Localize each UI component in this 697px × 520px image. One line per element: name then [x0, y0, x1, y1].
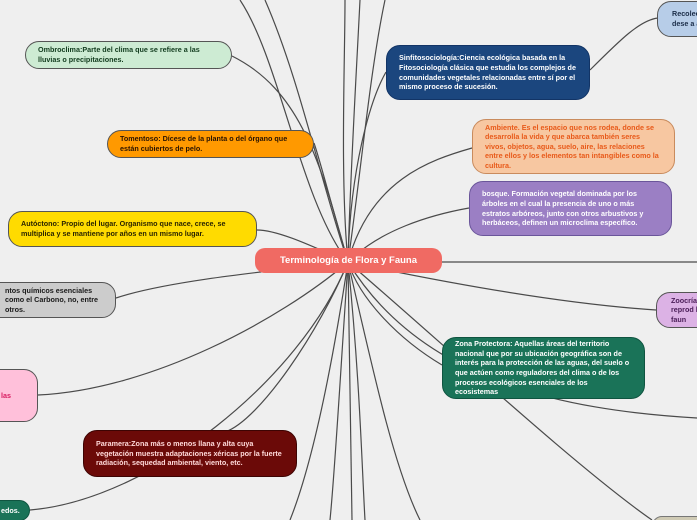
node-paramera[interactable]: Paramera:Zona más o menos llana y alta c…	[83, 430, 297, 477]
node-recolectores-text: Recolec y dese a área	[672, 9, 697, 28]
node-ambiente[interactable]: Ambiente. Es el espacio que nos rodea, d…	[472, 119, 675, 174]
node-zona-protectora-text: Zona Protectora: Aquellas áreas del terr…	[455, 339, 630, 397]
connector	[289, 261, 349, 520]
central-topic-text: Terminología de Flora y Fauna	[279, 255, 418, 266]
node-ombroclima-text: Ombroclima:Parte del clima que se refier…	[38, 45, 200, 64]
connector	[347, 261, 443, 366]
node-tomentoso[interactable]: Tomentoso: Dícese de la planta o del órg…	[107, 130, 314, 158]
node-ambiente-text: Ambiente. Es el espacio que nos rodea, d…	[485, 122, 659, 170]
node-bosque-text: bosque. Formación vegetal dominada por l…	[482, 189, 644, 228]
node-bottom-right-partial[interactable]	[652, 516, 697, 520]
node-pink[interactable]: las	[0, 369, 38, 422]
node-tomentoso-text: Tomentoso: Dícese de la planta o del órg…	[120, 134, 288, 153]
node-zona-protectora[interactable]: Zona Protectora: Aquellas áreas del terr…	[442, 337, 645, 399]
central-topic[interactable]: Terminología de Flora y Fauna	[255, 248, 442, 273]
connector	[224, 261, 349, 433]
connector	[589, 17, 659, 71]
node-ombroclima[interactable]: Ombroclima:Parte del clima que se refier…	[25, 41, 232, 69]
node-autoctono[interactable]: Autóctono: Propio del lugar. Organismo q…	[8, 211, 257, 247]
connector	[37, 261, 349, 396]
node-paramera-text: Paramera:Zona más o menos llana y alta c…	[96, 439, 282, 468]
connector	[264, 0, 349, 263]
node-elementos-text: ntos químicos esenciales como el Carbono…	[5, 285, 99, 314]
connector	[347, 261, 421, 520]
connector	[313, 142, 349, 263]
node-bottom-green[interactable]: edos.	[0, 500, 30, 520]
node-bosque[interactable]: bosque. Formación vegetal dominada por l…	[469, 181, 672, 236]
node-pink-text: las	[1, 390, 11, 400]
node-sinfitosociologia[interactable]: Sinfitosociología:Ciencia ecológica basa…	[386, 45, 590, 100]
connector	[347, 71, 387, 263]
connector	[347, 261, 353, 520]
connector	[329, 261, 349, 520]
node-sinfitosociologia-text: Sinfitosociología:Ciencia ecológica basa…	[399, 53, 576, 92]
connector	[347, 147, 473, 263]
connector	[29, 261, 349, 511]
connector	[342, 0, 349, 263]
node-elementos[interactable]: ntos químicos esenciales como el Carbono…	[0, 282, 116, 318]
node-recolectores[interactable]: Recolec y dese a área	[657, 1, 697, 37]
connector	[347, 261, 653, 520]
node-autoctono-text: Autóctono: Propio del lugar. Organismo q…	[21, 219, 226, 238]
node-bottom-green-text: edos.	[1, 505, 20, 515]
node-zoocria-text: Zoocría reprod la faun	[671, 295, 697, 324]
node-zoocria[interactable]: Zoocría reprod la faun	[656, 292, 697, 328]
connector	[347, 261, 366, 520]
